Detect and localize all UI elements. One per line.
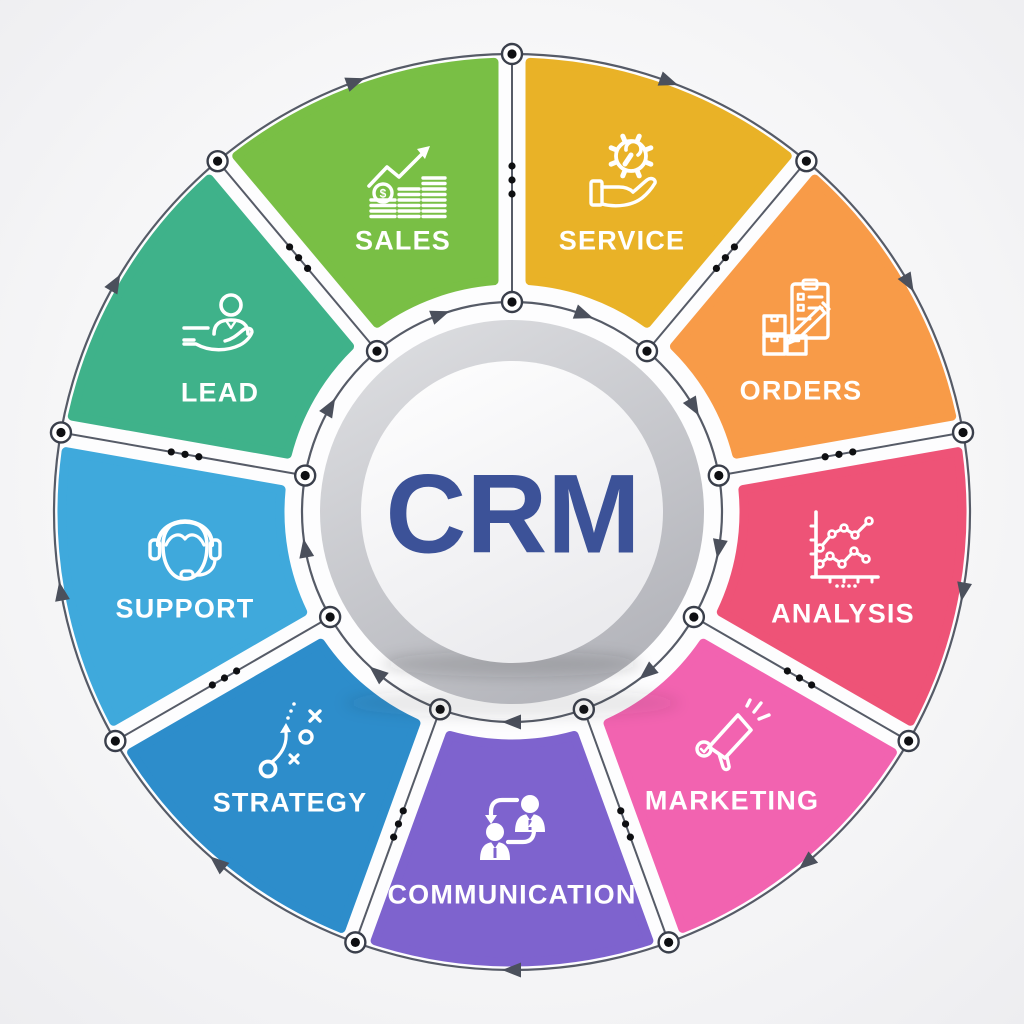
spoke-dot <box>399 807 407 815</box>
junction-node-dot <box>642 346 652 356</box>
segment-label-strategy: STRATEGY <box>212 787 368 818</box>
spoke-dot <box>508 190 516 198</box>
junction-node-dot <box>801 156 811 166</box>
junction-node-dot <box>325 612 335 622</box>
segment-support <box>57 447 308 726</box>
junction-node-dot <box>904 736 914 746</box>
junction-node-dot <box>350 937 360 947</box>
spoke-dot <box>712 264 721 272</box>
spoke-dot <box>285 243 294 251</box>
marketing-megaphone-icon <box>695 698 771 772</box>
flow-arrow <box>798 851 819 870</box>
segment-service <box>525 57 792 328</box>
segment-label-service: SERVICE <box>558 225 686 256</box>
junction-node-dot <box>56 427 66 438</box>
spoke-dot <box>303 264 312 272</box>
strategy-playbook-icon <box>258 702 322 779</box>
junction-node-dot <box>714 470 724 481</box>
crm-label: CRM <box>385 451 641 577</box>
spoke-dot <box>195 453 203 461</box>
junction-node-dot <box>958 427 968 438</box>
lead-person-hand-icon <box>182 293 254 352</box>
flow-arrow <box>572 304 594 319</box>
flow-arrow <box>682 395 699 416</box>
spoke-dot <box>233 667 241 675</box>
spoke-dot <box>181 450 189 458</box>
segment-marketing <box>603 638 897 933</box>
flow-arrow <box>319 398 336 419</box>
sales-growth-icon: $ <box>367 146 447 219</box>
spoke-dot <box>730 243 739 251</box>
segment-label-marketing: MARKETING <box>644 785 820 816</box>
spoke-dot <box>508 162 516 170</box>
service-gear-hand-icon <box>589 133 657 208</box>
flow-arrow <box>502 962 521 978</box>
junction-node-dot <box>507 49 517 59</box>
center-disc <box>361 361 663 663</box>
segment-sales <box>232 57 499 328</box>
flow-arrow <box>957 581 972 602</box>
segment-label-lead: LEAD <box>180 377 260 408</box>
support-headset-icon <box>148 519 222 581</box>
communication-exchange-icon <box>480 795 545 860</box>
spoke-dot <box>220 674 229 682</box>
analysis-line-chart-icon <box>809 510 880 588</box>
segment-communication <box>370 731 654 967</box>
junction-node-dot <box>664 937 674 947</box>
junction-node-dot <box>689 612 699 622</box>
spoke-dot <box>617 807 625 815</box>
flow-arrow <box>344 77 365 92</box>
flow-arrow <box>897 271 914 292</box>
spoke-dot <box>783 667 791 675</box>
spoke-dot <box>721 254 730 262</box>
spoke-dot <box>849 448 857 456</box>
flow-arrow <box>55 581 70 602</box>
segment-lead <box>67 174 355 459</box>
flow-arrow <box>209 856 230 875</box>
spoke-dot <box>621 820 630 828</box>
spoke-dot <box>795 674 804 682</box>
orders-boxes-clipboard-icon <box>762 278 831 356</box>
junction-node-dot <box>213 156 223 166</box>
flow-arrow <box>502 714 521 730</box>
spoke-dot <box>208 681 216 689</box>
segment-label-orders: ORDERS <box>739 375 863 406</box>
spoke-dot <box>508 176 516 184</box>
segment-label-analysis: ANALYSIS <box>771 598 915 629</box>
spoke-dot <box>626 833 634 841</box>
spoke-dot <box>808 681 816 689</box>
spoke-dot <box>167 448 175 456</box>
flow-arrow <box>712 538 728 559</box>
flow-arrow <box>104 274 121 295</box>
spoke-dot <box>835 450 843 458</box>
center-disc-shadow <box>382 651 642 677</box>
spoke-dot <box>294 254 303 262</box>
flow-arrow <box>369 666 389 685</box>
junction-node-dot <box>110 736 120 746</box>
flow-arrow <box>657 71 679 86</box>
segment-label-support: SUPPORT <box>115 593 255 624</box>
segment-label-sales: SALES <box>354 225 452 256</box>
spoke-dot <box>821 453 829 461</box>
junction-node-dot <box>507 297 517 307</box>
spoke-dot <box>394 820 403 828</box>
flow-arrow <box>429 310 450 325</box>
svg-text:$: $ <box>380 187 387 201</box>
junction-node-dot <box>372 346 382 356</box>
flow-arrow <box>639 661 659 680</box>
segment-orders <box>669 174 957 459</box>
flow-arrow <box>299 538 315 559</box>
junction-node-dot <box>300 470 310 481</box>
segment-label-communication: COMMUNICATION <box>387 879 637 910</box>
spoke-dot <box>390 833 398 841</box>
